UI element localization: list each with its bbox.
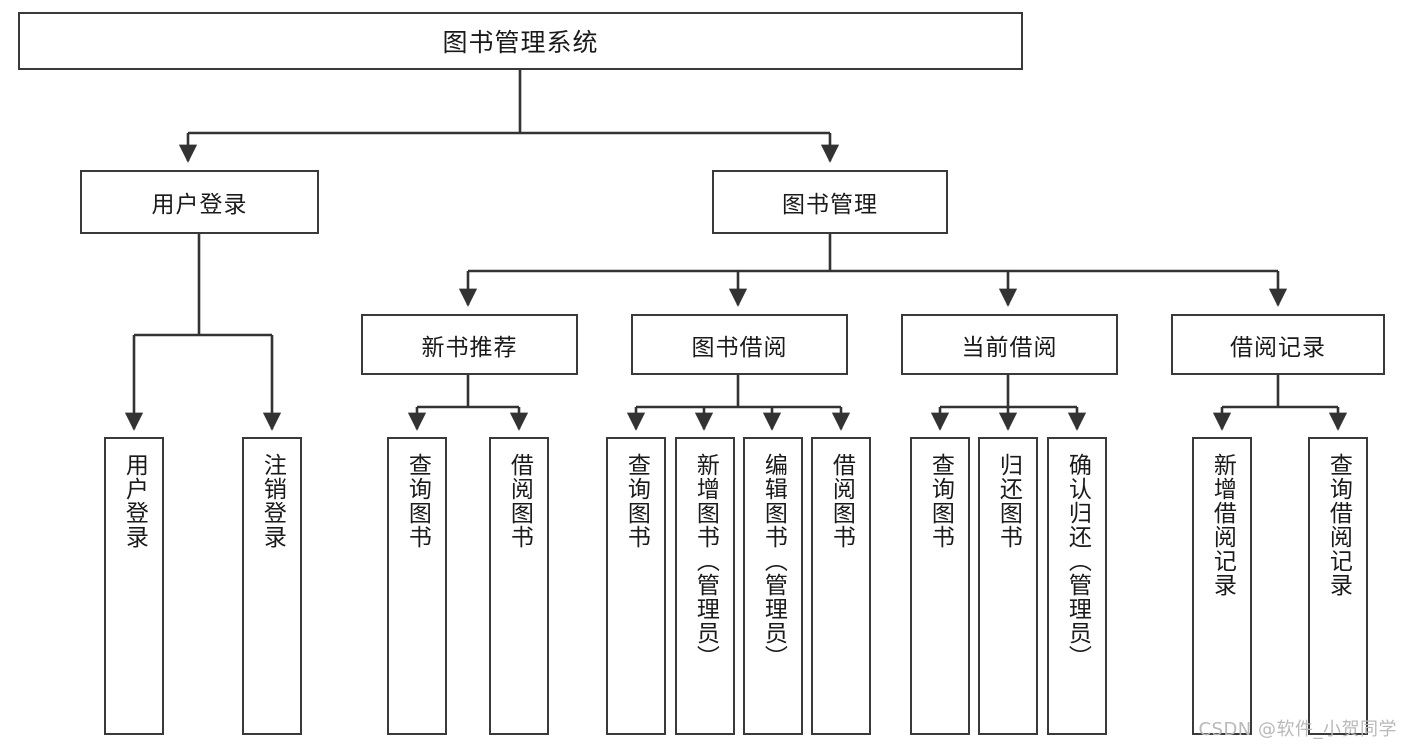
node-leaf-query-record-label: 查询借阅记录 (1325, 453, 1352, 597)
node-current-borrow[interactable]: 当前借阅 (901, 314, 1118, 375)
node-leaf-query-book-2[interactable]: 查询图书 (606, 437, 666, 735)
node-leaf-query-book-3-label: 查询图书 (927, 453, 954, 549)
watermark: CSDN @软件_小贺同学 (1198, 719, 1397, 740)
node-root-label: 图书管理系统 (442, 28, 599, 57)
node-new-book-rec[interactable]: 新书推荐 (361, 314, 578, 375)
node-leaf-add-book-label: 新增图书（管理员） (692, 453, 719, 669)
node-leaf-borrow-book-1[interactable]: 借阅图书 (489, 437, 549, 735)
node-leaf-edit-book[interactable]: 编辑图书（管理员） (743, 437, 803, 735)
node-leaf-return-book-label: 归还图书 (995, 453, 1022, 549)
node-leaf-user-login-label: 用户登录 (121, 453, 148, 549)
node-leaf-borrow-book-1-label: 借阅图书 (506, 453, 533, 549)
node-leaf-add-record[interactable]: 新增借阅记录 (1192, 437, 1252, 735)
node-leaf-return-book[interactable]: 归还图书 (978, 437, 1038, 735)
node-root[interactable]: 图书管理系统 (18, 12, 1023, 70)
node-leaf-borrow-book-2[interactable]: 借阅图书 (811, 437, 871, 735)
node-leaf-add-record-label: 新增借阅记录 (1209, 453, 1236, 597)
node-book-borrow-label: 图书借阅 (691, 334, 788, 361)
node-leaf-query-book-1-label: 查询图书 (404, 453, 431, 549)
node-leaf-user-login[interactable]: 用户登录 (104, 437, 164, 735)
node-leaf-query-book-3[interactable]: 查询图书 (910, 437, 970, 735)
node-book-manage[interactable]: 图书管理 (712, 170, 948, 234)
node-leaf-query-book-1[interactable]: 查询图书 (387, 437, 447, 735)
node-leaf-confirm-return-label: 确认归还（管理员） (1064, 453, 1091, 669)
node-leaf-add-book[interactable]: 新增图书（管理员） (675, 437, 735, 735)
node-leaf-query-book-2-label: 查询图书 (623, 453, 650, 549)
node-book-manage-label: 图书管理 (782, 192, 878, 218)
node-leaf-query-record[interactable]: 查询借阅记录 (1308, 437, 1368, 735)
node-current-borrow-label: 当前借阅 (961, 334, 1058, 361)
node-user-login[interactable]: 用户登录 (80, 170, 319, 234)
node-leaf-confirm-return[interactable]: 确认归还（管理员） (1047, 437, 1107, 735)
node-borrow-record-label: 借阅记录 (1230, 334, 1326, 361)
node-book-borrow[interactable]: 图书借阅 (631, 314, 848, 375)
node-leaf-logout-label: 注销登录 (259, 453, 286, 549)
node-new-book-rec-label: 新书推荐 (421, 334, 518, 361)
node-user-login-label: 用户登录 (151, 192, 248, 218)
node-leaf-edit-book-label: 编辑图书（管理员） (760, 453, 787, 669)
node-leaf-borrow-book-2-label: 借阅图书 (828, 453, 855, 549)
node-borrow-record[interactable]: 借阅记录 (1171, 314, 1385, 375)
node-leaf-logout[interactable]: 注销登录 (242, 437, 302, 735)
